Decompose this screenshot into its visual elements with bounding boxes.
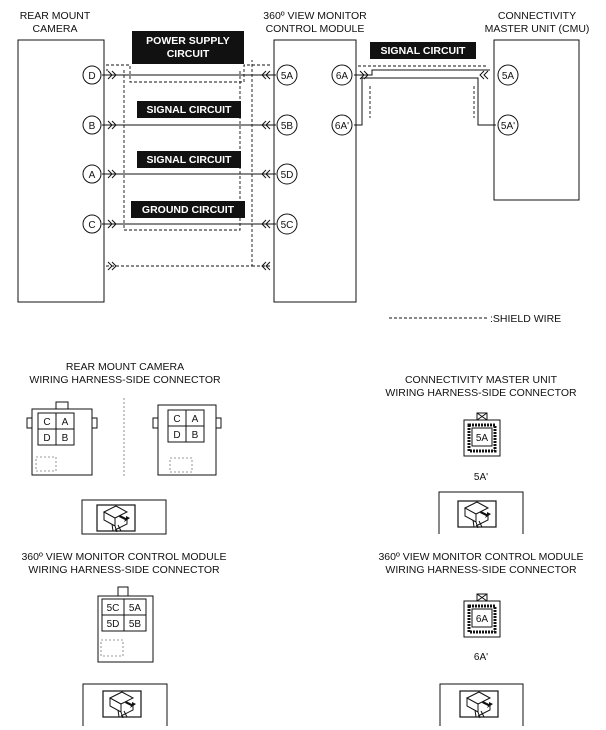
label-signal-a: SIGNAL CIRCUIT [137, 151, 241, 168]
svg-text:6A': 6A' [335, 121, 349, 132]
svg-text:5C: 5C [107, 603, 120, 614]
plug-icon-monitor-5 [82, 683, 168, 726]
camera-connector-front: C A D B [26, 401, 98, 476]
cmu-title-line1: CONNECTIVITY [498, 10, 576, 22]
label-ground: GROUND CIRCUIT [131, 201, 245, 218]
pin-camera-d: D [82, 65, 102, 85]
monitor-title-line1: 360º VIEW MONITOR [263, 10, 367, 22]
monitor-connector-6: 6A 6A' [463, 593, 501, 663]
svg-text:5A: 5A [281, 71, 294, 82]
plug-icon-camera [81, 499, 167, 535]
pin-monitor-6a: 6A [331, 64, 353, 86]
svg-text:POWER SUPPLY: POWER SUPPLY [146, 35, 230, 47]
svg-text:C: C [173, 414, 180, 425]
svg-text:GROUND CIRCUIT: GROUND CIRCUIT [142, 204, 235, 216]
svg-text:SIGNAL CIRCUIT: SIGNAL CIRCUIT [381, 45, 467, 57]
svg-text:5A: 5A [502, 71, 515, 82]
svg-text:A: A [192, 414, 199, 425]
legend-shield-label: :SHIELD WIRE [490, 313, 561, 325]
pin-monitor-5c: 5C [276, 213, 298, 235]
svg-text:B: B [192, 430, 199, 441]
svg-text:C: C [43, 417, 50, 428]
svg-text:5B: 5B [281, 121, 294, 132]
camera-connector-rear: C A D B [152, 404, 222, 476]
shield-cmu [358, 65, 488, 118]
svg-text:6A: 6A [336, 71, 349, 82]
monitor-connector-5: 5C 5A 5D 5B [97, 586, 154, 663]
svg-text:5B: 5B [129, 619, 142, 630]
pin-monitor-5d: 5D [276, 163, 298, 185]
pin-camera-b: B [82, 115, 102, 135]
svg-text:B: B [89, 121, 96, 132]
monitor-title-line2: CONTROL MODULE [266, 23, 365, 35]
cmu-connector-title-2: WIRING HARNESS-SIDE CONNECTOR [385, 387, 577, 399]
monitor6-connector-title-1: 360º VIEW MONITOR CONTROL MODULE [378, 551, 583, 563]
camera-connector-title-1: REAR MOUNT CAMERA [66, 361, 184, 373]
pin-monitor-6a-prime: 6A' [331, 114, 353, 136]
camera-connector-title-2: WIRING HARNESS-SIDE CONNECTOR [29, 374, 221, 386]
monitor6-connector-label: 6A' [474, 652, 488, 663]
svg-text:5D: 5D [107, 619, 120, 630]
wire-6a-5a [354, 69, 490, 76]
plug-icon-monitor-6 [439, 683, 524, 726]
pin-cmu-5a-prime: 5A' [497, 114, 519, 136]
svg-text:5A: 5A [476, 433, 489, 444]
svg-text:D: D [173, 430, 180, 441]
svg-text:SIGNAL CIRCUIT: SIGNAL CIRCUIT [147, 154, 233, 166]
label-signal-b: SIGNAL CIRCUIT [137, 101, 241, 118]
pin-monitor-5b: 5B [276, 114, 298, 136]
pin-camera-a: A [82, 164, 102, 184]
wire-6a-prime-5a-prime [354, 77, 496, 126]
svg-text:D: D [88, 71, 95, 82]
svg-text:6A: 6A [476, 614, 489, 625]
shield-top [106, 64, 271, 83]
svg-text:B: B [62, 433, 69, 444]
pin-cmu-5a: 5A [497, 64, 519, 86]
monitor-connector-title-1: 360º VIEW MONITOR CONTROL MODULE [21, 551, 226, 563]
monitor6-connector-title-2: WIRING HARNESS-SIDE CONNECTOR [385, 564, 577, 576]
plug-icon-cmu [438, 491, 524, 534]
svg-text:5A: 5A [129, 603, 142, 614]
svg-text:CIRCUIT: CIRCUIT [167, 48, 210, 60]
cmu-connector: 5A 5A' [463, 412, 501, 483]
pin-camera-c: C [82, 214, 102, 234]
svg-text:SIGNAL CIRCUIT: SIGNAL CIRCUIT [147, 104, 233, 116]
cmu-title-line2: MASTER UNIT (CMU) [485, 23, 590, 35]
svg-text:A: A [62, 417, 69, 428]
svg-text:5D: 5D [281, 170, 294, 181]
camera-title-line2: CAMERA [33, 23, 78, 35]
label-signal-cmu: SIGNAL CIRCUIT [370, 42, 476, 59]
pin-monitor-5a: 5A [276, 64, 298, 86]
svg-text:A: A [89, 170, 96, 181]
label-power-supply: POWER SUPPLY CIRCUIT [132, 31, 244, 64]
svg-text:C: C [88, 220, 95, 231]
cmu-connector-title-1: CONNECTIVITY MASTER UNIT [405, 374, 558, 386]
svg-text:D: D [43, 433, 50, 444]
monitor-connector-title-2: WIRING HARNESS-SIDE CONNECTOR [28, 564, 220, 576]
camera-title-line1: REAR MOUNT [20, 10, 91, 22]
cmu-connector-label: 5A' [474, 472, 488, 483]
shield-inner [123, 70, 241, 231]
svg-text:5C: 5C [281, 220, 294, 231]
svg-text:5A': 5A' [501, 121, 515, 132]
